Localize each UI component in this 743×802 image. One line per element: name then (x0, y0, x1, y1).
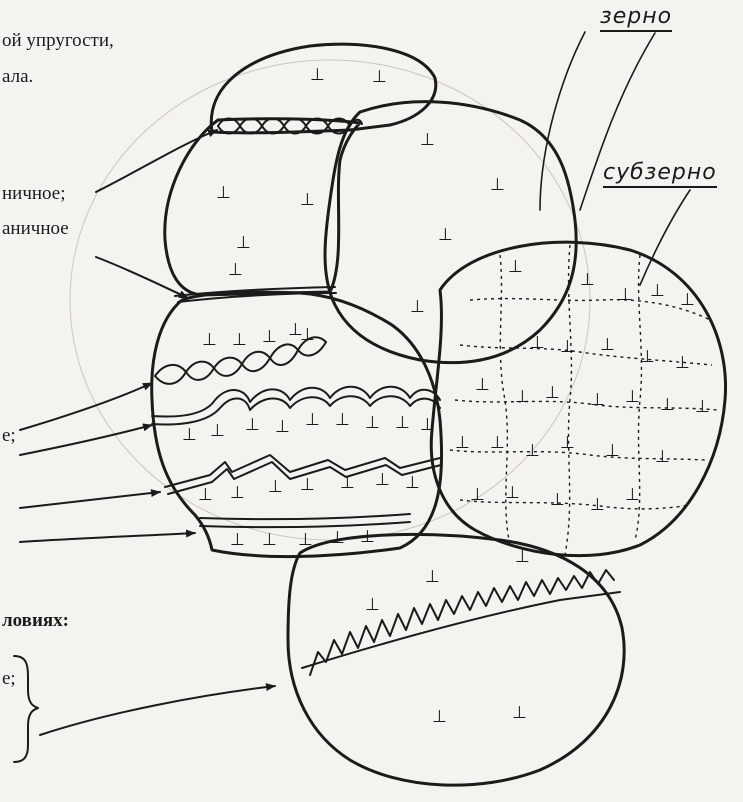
dislocation-symbol: ⊥ (432, 707, 447, 727)
dislocation-symbol: ⊥ (512, 703, 527, 723)
dislocation-symbol: ⊥ (420, 415, 435, 435)
boundary-straight-b (200, 522, 410, 527)
dislocation-symbol: ⊥ (590, 390, 605, 410)
dislocation-symbol: ⊥ (425, 567, 440, 587)
dislocation-symbol: ⊥ (438, 225, 453, 245)
dislocation-symbol: ⊥ (245, 415, 260, 435)
dislocation-symbol: ⊥ (695, 397, 710, 417)
dislocation-symbol: ⊥ (580, 270, 595, 290)
dislocation-symbol: ⊥ (590, 495, 605, 515)
pointer-grain (540, 32, 585, 210)
dislocation-symbol: ⊥ (230, 483, 245, 503)
dislocation-symbol: ⊥ (262, 530, 277, 550)
dislocation-symbol: ⊥ (216, 183, 231, 203)
dislocation-symbol: ⊥ (210, 421, 225, 441)
dislocation-symbol: ⊥ (505, 483, 520, 503)
dislocation-symbol: ⊥ (470, 485, 485, 505)
dislocation-symbol: ⊥ (508, 257, 523, 277)
dislocation-symbol: ⊥ (232, 330, 247, 350)
dislocation-symbol: ⊥ (395, 413, 410, 433)
boundary-straight-a (200, 514, 410, 519)
dislocation-symbol: ⊥ (298, 530, 313, 550)
dislocation-symbol: ⊥ (530, 333, 545, 353)
dislocation-symbol: ⊥ (262, 327, 277, 347)
dislocation-symbol: ⊥ (600, 335, 615, 355)
dislocation-symbol: ⊥ (560, 337, 575, 357)
dislocation-symbol: ⊥ (330, 528, 345, 548)
dislocation-symbol: ⊥ (455, 433, 470, 453)
dislocation-symbol: ⊥ (515, 387, 530, 407)
dislocation-symbol: ⊥ (300, 190, 315, 210)
dislocation-symbol: ⊥ (490, 175, 505, 195)
dislocation-symbol: ⊥ (365, 595, 380, 615)
dislocation-symbol: ⊥ (550, 490, 565, 510)
dislocation-symbol: ⊥ (236, 233, 251, 253)
dislocation-symbol: ⊥ (420, 130, 435, 150)
dislocation-symbol: ⊥ (625, 485, 640, 505)
dislocation-symbol: ⊥ (300, 325, 315, 345)
subgrain-cell-walls (450, 245, 718, 555)
dislocation-symbol: ⊥ (305, 410, 320, 430)
grain-bottom (288, 534, 624, 785)
dislocation-symbol: ⊥ (618, 285, 633, 305)
dislocation-symbol: ⊥ (560, 433, 575, 453)
dislocation-symbol: ⊥ (268, 477, 283, 497)
dislocation-symbol: ⊥ (475, 375, 490, 395)
dislocations: ⊥ ⊥ ⊥ ⊥ ⊥ ⊥ ⊥ ⊥ ⊥ ⊥ ⊥ ⊥ ⊥ ⊥ ⊥ ⊥ ⊥ ⊥ ⊥ ⊥ ⊥ ⊥ ⊥ ⊥ ⊥ ⊥ ⊥ ⊥ ⊥ ⊥ ⊥ ⊥ ⊥ ⊥ ⊥ ⊥ ⊥ ⊥ ⊥ ⊥… (182, 65, 710, 727)
dislocation-symbol: ⊥ (375, 470, 390, 490)
dislocation-symbol: ⊥ (660, 395, 675, 415)
grain-left-upper (165, 119, 360, 295)
dislocation-symbol: ⊥ (365, 413, 380, 433)
dislocation-symbol: ⊥ (515, 547, 530, 567)
dislocation-symbol: ⊥ (360, 527, 375, 547)
dislocation-symbol: ⊥ (655, 447, 670, 467)
dislocation-symbol: ⊥ (300, 475, 315, 495)
pointer-subgrain (640, 190, 690, 285)
dislocation-symbol: ⊥ (650, 281, 665, 301)
dislocation-symbol: ⊥ (545, 383, 560, 403)
dislocation-symbol: ⊥ (230, 530, 245, 550)
pointer-grain-2 (580, 33, 655, 210)
dislocation-symbol: ⊥ (372, 67, 387, 87)
dislocation-symbol: ⊥ (640, 347, 655, 367)
dislocation-symbol: ⊥ (198, 485, 213, 505)
dislocation-symbol: ⊥ (625, 387, 640, 407)
curly-brace (14, 656, 38, 762)
dislocation-symbol: ⊥ (340, 473, 355, 493)
arrows-left (20, 130, 275, 735)
dislocation-symbol: ⊥ (335, 410, 350, 430)
dislocation-symbol: ⊥ (410, 297, 425, 317)
dislocation-symbol: ⊥ (310, 65, 325, 85)
dislocation-symbol: ⊥ (405, 473, 420, 493)
dislocation-symbol: ⊥ (605, 441, 620, 461)
dislocation-symbol: ⊥ (490, 433, 505, 453)
dislocation-symbol: ⊥ (182, 425, 197, 445)
dislocation-symbol: ⊥ (228, 260, 243, 280)
crack-line (302, 592, 620, 668)
dislocation-symbol: ⊥ (275, 417, 290, 437)
dislocation-symbol: ⊥ (525, 441, 540, 461)
dislocation-symbol: ⊥ (202, 330, 217, 350)
dislocation-symbol: ⊥ (675, 353, 690, 373)
dislocation-symbol: ⊥ (680, 290, 695, 310)
